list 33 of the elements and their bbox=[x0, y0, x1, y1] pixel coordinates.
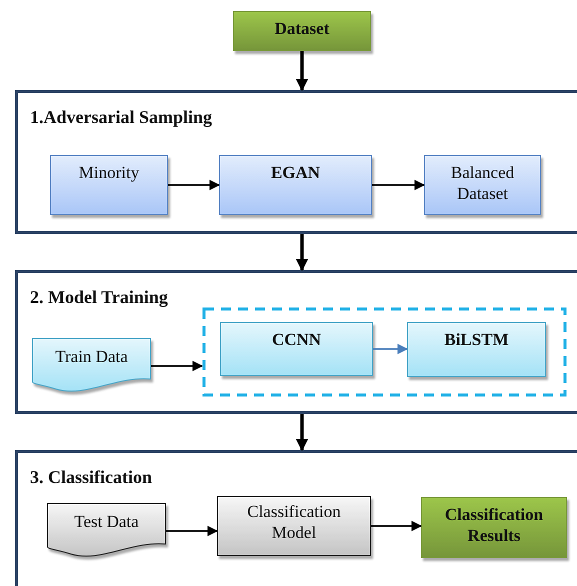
box-label: CCNN bbox=[270, 329, 322, 350]
box-label: BiLSTM bbox=[443, 329, 510, 350]
arrow bbox=[373, 344, 408, 354]
arrow bbox=[168, 180, 220, 190]
stage-heading: 3. Classification bbox=[30, 467, 152, 488]
process-box bbox=[421, 497, 567, 558]
arrow bbox=[371, 520, 422, 532]
stage-panel bbox=[15, 270, 577, 414]
process-box bbox=[233, 11, 371, 51]
process-box bbox=[220, 322, 373, 376]
process-box bbox=[424, 155, 541, 215]
process-box bbox=[217, 496, 371, 556]
stage-panel bbox=[15, 450, 577, 586]
box-label: Minority bbox=[78, 162, 140, 183]
stage-panel bbox=[15, 90, 577, 234]
box-label: Train Data bbox=[54, 346, 129, 367]
arrow bbox=[296, 414, 308, 452]
box-label: Balanced Dataset bbox=[450, 162, 516, 204]
stage-heading: 1.Adversarial Sampling bbox=[30, 107, 212, 128]
process-box bbox=[50, 155, 168, 215]
arrow bbox=[296, 51, 308, 92]
box-label: Classification Results bbox=[444, 504, 544, 546]
box-label: EGAN bbox=[270, 162, 322, 183]
box-label: Dataset bbox=[274, 18, 330, 39]
box-label: Test Data bbox=[73, 511, 140, 532]
arrow bbox=[372, 180, 426, 190]
box-label: Classification Model bbox=[246, 501, 342, 543]
arrow bbox=[151, 360, 204, 372]
arrow bbox=[296, 234, 308, 272]
arrow bbox=[166, 526, 218, 536]
process-box bbox=[219, 155, 372, 215]
stage-heading: 2. Model Training bbox=[30, 287, 168, 308]
process-box bbox=[407, 322, 546, 377]
